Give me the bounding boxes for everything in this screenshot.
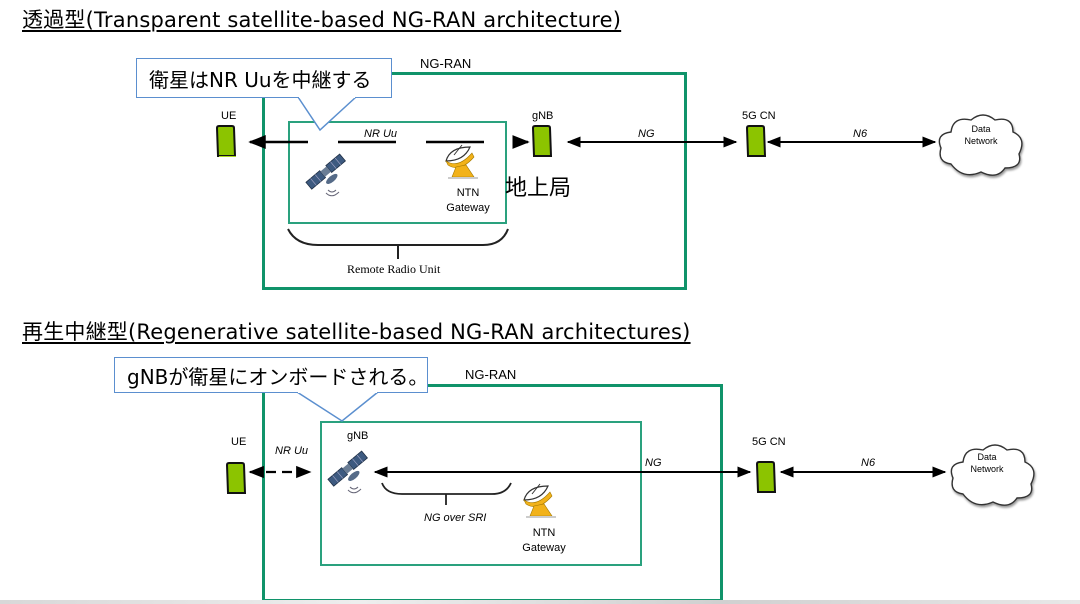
rru-brace [287, 228, 509, 246]
regenerative-callout-text: gNBが衛星にオンボードされる。 [127, 364, 429, 389]
transparent-section-title: 透過型(Transparent satellite-based NG-RAN a… [22, 8, 622, 32]
core-network-device-icon-regen [755, 461, 777, 493]
callout-pointer-regen [296, 391, 379, 422]
sri-brace [381, 482, 512, 495]
ng-label: NG [638, 128, 655, 140]
5g-cn-label: 5G CN [742, 110, 776, 122]
gnb-label-regen: gNB [347, 430, 369, 442]
ue-device-icon [215, 125, 237, 157]
core-network-device-icon [745, 125, 767, 157]
regenerative-callout: gNBが衛星にオンボードされる。 [114, 357, 428, 393]
gnb-label: gNB [532, 110, 554, 122]
data-network-label-line1: Data [971, 124, 991, 134]
ntn-gateway-label-line1: NTN [456, 187, 480, 199]
ground-station-label: 地上局 [505, 176, 572, 201]
ntn-gateway-label-line1-regen: NTN [532, 527, 556, 539]
ng-over-sri-label: NG over SRI [424, 512, 487, 524]
transparent-callout: 衛星はNR Uuを中継する [136, 58, 392, 98]
n6-label-regen: N6 [861, 457, 876, 469]
callout-joint [299, 95, 355, 98]
ng-ran-label: NG-RAN [420, 56, 472, 71]
nr-uu-label: NR Uu [364, 128, 398, 140]
callout-joint-regen [298, 390, 377, 393]
ue-device-icon-regen [225, 462, 247, 494]
gnb-device-icon [531, 125, 553, 157]
satellite-dish-icon [445, 144, 478, 179]
gnb-onboard-box [320, 421, 642, 566]
data-network-label-line2-regen: Network [970, 464, 1004, 474]
regenerative-section-title: 再生中継型(Regenerative satellite-based NG-RA… [22, 320, 691, 344]
ng-ran-frame [262, 72, 687, 290]
satellite-icon [305, 153, 346, 197]
n6-label: N6 [853, 128, 868, 140]
satellite-icon-regen [327, 450, 368, 494]
cloud-icon-regen [950, 444, 1035, 506]
rru-label: Remote Radio Unit [347, 262, 441, 276]
ntn-gateway-label-line2-regen: Gateway [522, 542, 566, 554]
remote-radio-unit-box [288, 121, 507, 224]
5g-cn-label-regen: 5G CN [752, 436, 786, 448]
transparent-callout-text: 衛星はNR Uuを中継する [149, 67, 372, 92]
callout-pointer [297, 96, 357, 132]
ue-label: UE [221, 110, 237, 122]
satellite-dish-icon-regen [523, 483, 556, 518]
ng-ran-label-regen: NG-RAN [465, 367, 517, 382]
bottom-edge [0, 600, 1080, 604]
nr-uu-label-regen: NR Uu [275, 445, 309, 457]
ntn-gateway-label-line2: Gateway [446, 202, 490, 214]
ue-label-regen: UE [231, 436, 247, 448]
ng-label-regen: NG [645, 457, 662, 469]
data-network-label-line1-regen: Data [977, 452, 997, 462]
cloud-icon [938, 114, 1023, 176]
data-network-label-line2: Network [964, 136, 998, 146]
